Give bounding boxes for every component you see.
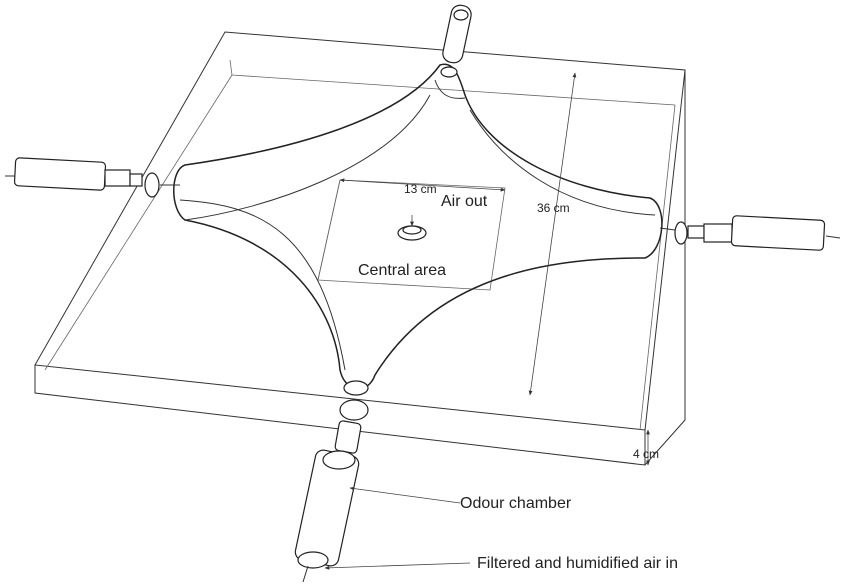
dimension-4cm: 4 cm [633, 429, 659, 466]
dimension-13cm: 13 cm [339, 178, 506, 196]
air-out-label: Air out [441, 193, 488, 210]
bottom-tube [294, 380, 369, 583]
block [34, 31, 686, 466]
dimension-36cm: 36 cm [528, 72, 577, 396]
top-tube [440, 4, 472, 78]
left-tube [5, 157, 180, 198]
central-area-label: Central area [358, 262, 446, 279]
odour-chamber-leader [349, 486, 461, 504]
odour-chamber-label: Odour chamber [460, 495, 572, 512]
dimension-36cm-label: 36 cm [537, 201, 570, 215]
air-in-leader [324, 562, 471, 570]
dimension-13cm-label: 13 cm [404, 182, 437, 196]
air-in-label: Filtered and humidified air in [477, 555, 678, 572]
dimension-4cm-label: 4 cm [633, 447, 659, 461]
right-tube [659, 215, 841, 251]
air-out-fitting [397, 215, 427, 241]
